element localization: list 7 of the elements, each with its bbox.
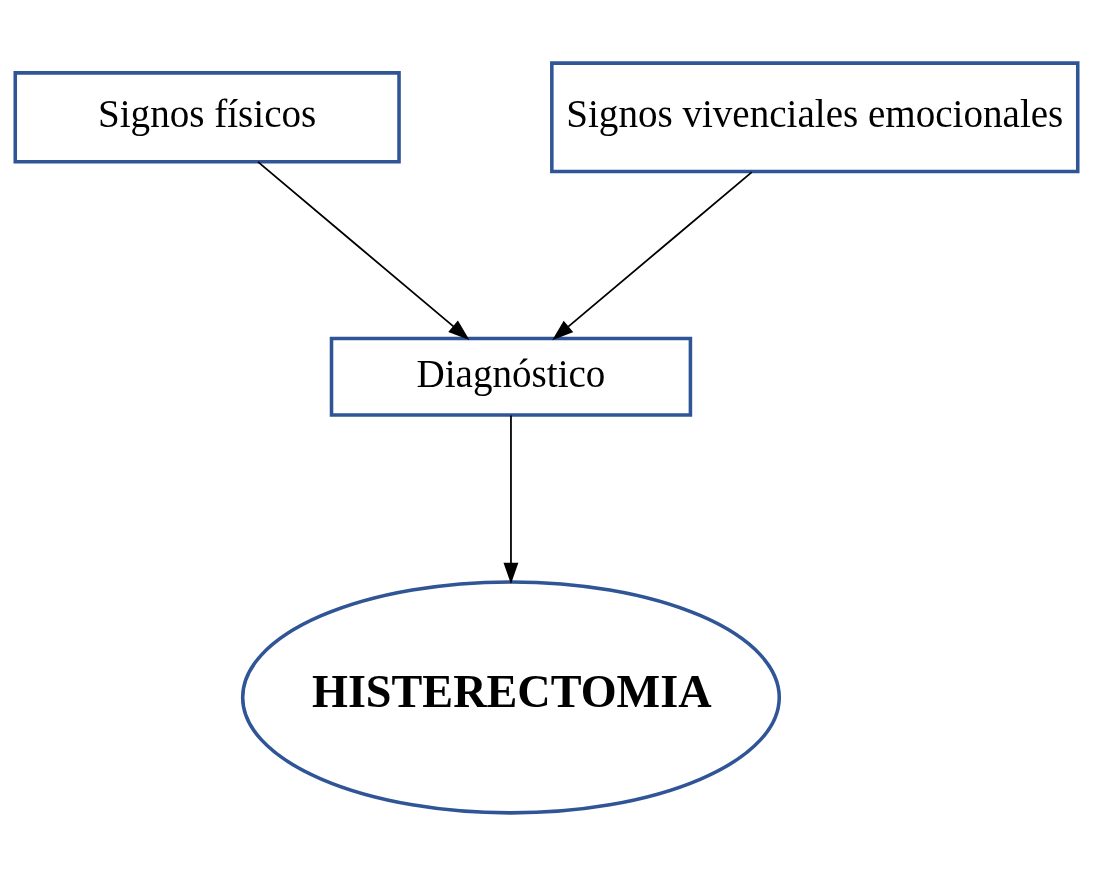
node-box: Diagnóstico <box>329 336 693 417</box>
node-box: Signos físicos <box>13 70 401 163</box>
node-ellipse: HISTERECTOMIA <box>240 579 782 815</box>
node-box: Signos vivenciales emocionales <box>550 60 1080 173</box>
arrow <box>257 160 470 340</box>
arrow <box>503 414 519 584</box>
arrow <box>552 170 753 340</box>
